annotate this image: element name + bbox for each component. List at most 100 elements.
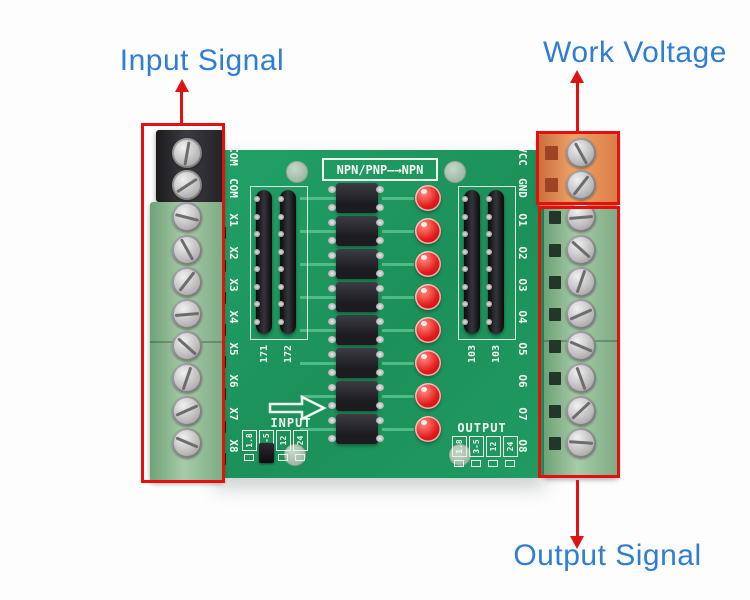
terminal-screw [566,170,596,201]
wire-slot [545,146,558,160]
header-pin [254,248,260,255]
chip-pin [376,186,384,193]
wire-slot [549,243,561,257]
terminal-screw [172,395,202,426]
header-pin [462,196,468,202]
header-pin [462,248,468,255]
output-silk-label: OUTPUT [457,421,507,435]
terminal-screw [172,299,202,329]
mounting-hole [444,161,466,183]
header-pin [278,266,284,272]
chip-pin [376,270,384,277]
header-pin [278,283,284,290]
header-pin [462,301,468,307]
voltage-option-cell [486,436,501,457]
chip-pin [328,285,336,292]
solder-pad [505,460,515,467]
pcb-trace [382,230,414,233]
input-signal-arrow [180,90,183,124]
pcb-trace [382,197,414,200]
output-signal-arrow [576,480,579,538]
chip-pin [328,186,336,193]
terminal-screw [566,138,596,168]
led-highlight [421,354,427,359]
chip-pin [376,285,384,292]
chip-pin [328,252,336,259]
header-pin [486,213,492,220]
header-pin [254,318,260,325]
led-indicator [415,383,441,409]
header-pin [462,231,468,237]
output-signal-callout-box [538,206,620,478]
header-pin [278,248,284,255]
pcb-trace [300,263,336,266]
optocoupler-chip [328,348,384,378]
wire-slot [549,404,561,418]
led-indicator [415,185,441,211]
output-signal-label: Output Signal [513,539,702,572]
chip-pin [376,219,384,226]
terminal-screw [566,331,596,362]
led-highlight [421,321,427,326]
terminal-screw [566,266,596,297]
pcb-trace [300,197,336,200]
solder-pad [454,460,464,467]
chip-pin [328,303,336,310]
wire-slot [549,340,561,354]
header-pin [278,318,284,325]
header-socket-strip [486,190,504,334]
solder-pad [278,454,288,461]
terminal-screw [172,170,202,201]
voltage-option-cell [276,430,291,451]
wire-slot [549,275,561,289]
chip-pin [328,204,336,211]
header-silk-box [250,186,308,340]
input-signal-arrowhead-icon [175,79,189,92]
chip-pin [376,318,384,325]
pcb-trace [382,362,414,365]
led-indicator [415,317,441,343]
work-voltage-callout-box [536,131,620,205]
optocoupler-chip [328,183,384,213]
voltage-option-cell [469,436,484,457]
chip-pin [328,336,336,343]
chip-pin [328,402,336,409]
header-silk-box [458,186,516,340]
board-title-text: NPN/PNP—→NPN [336,162,424,177]
led-highlight [421,255,427,260]
terminal-screw [566,234,596,265]
terminal-screw [172,138,202,168]
board-title-box: NPN/PNP—→NPN [322,158,438,181]
header-pin [254,196,260,202]
chip-pin [376,351,384,358]
chip-pin [328,369,336,376]
mounting-hole [286,161,308,183]
chip-pin [376,384,384,391]
pcb-trace [382,296,414,299]
work-voltage-label: Work Voltage [543,36,727,69]
optocoupler-chip [328,315,384,345]
terminal-screw [566,299,596,329]
led-highlight [421,387,427,392]
input-signal-label: Input Signal [119,44,285,77]
work-voltage-arrow [576,81,579,132]
pcb-trace [382,263,414,266]
led-highlight [421,222,427,227]
chip-pin [328,270,336,277]
optocoupler-chip [328,381,384,411]
voltage-option-cell [293,430,308,451]
output-signal-arrowhead-icon [570,536,584,549]
led-highlight [421,288,427,293]
header-pin [254,213,260,220]
terminal-screw [566,363,596,394]
header-pin [486,196,492,202]
terminal-screw [566,427,596,458]
solder-pad [471,460,481,467]
chip-pin [376,237,384,244]
chip-pin [328,318,336,325]
terminal-screw [172,234,202,265]
header-pin [254,231,260,237]
pcb-trace [300,329,336,332]
pcb-trace [382,428,414,431]
